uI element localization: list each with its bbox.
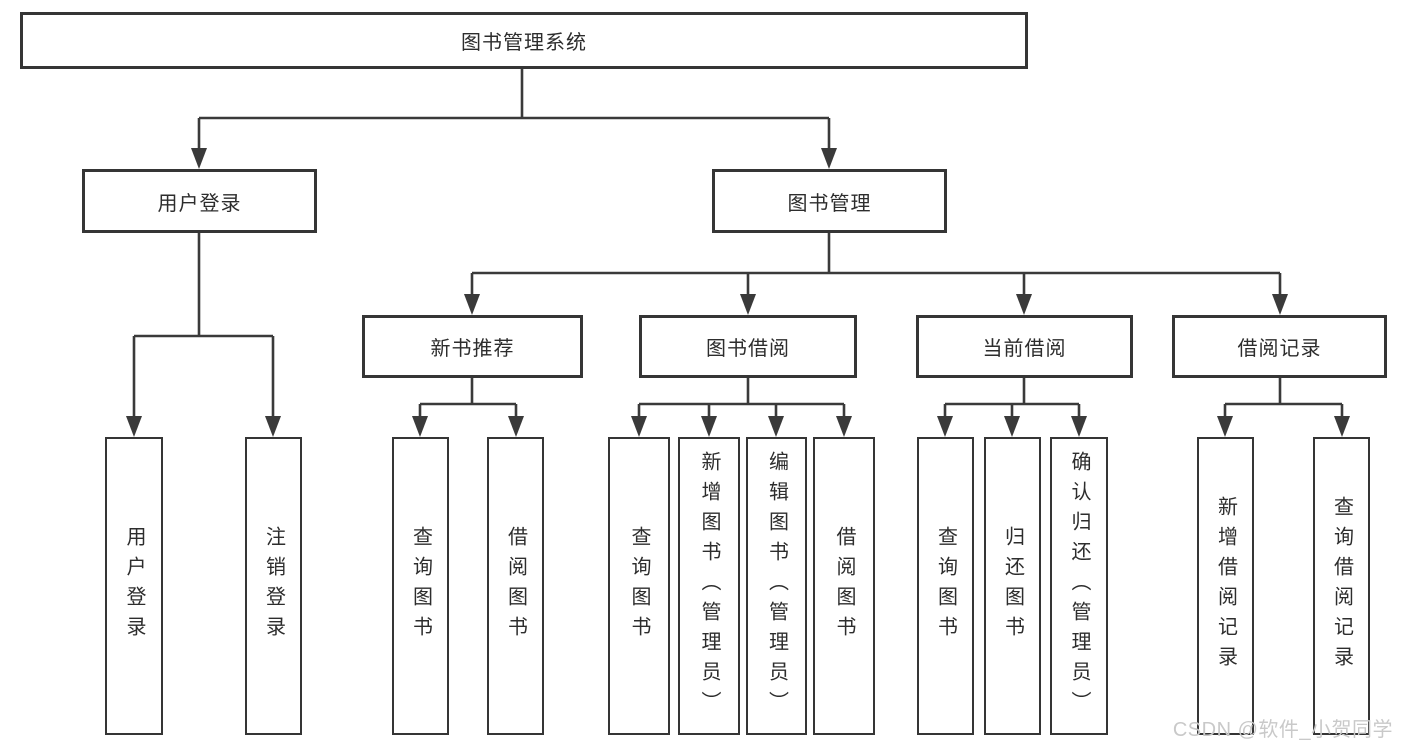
- node-current-borrowing: 当前借阅: [916, 315, 1133, 378]
- leaf-borrowing-borrow-books-label: 借阅图书: [833, 526, 855, 646]
- leaf-current-confirm-return-admin-label: 确认归还（管理员）: [1068, 451, 1090, 721]
- node-book-management-label: 图书管理: [787, 192, 872, 215]
- node-book-management: 图书管理: [712, 169, 947, 233]
- node-user-login: 用户登录: [82, 169, 317, 233]
- leaf-records-add-borrow-record-label: 新增借阅记录: [1214, 496, 1237, 676]
- node-borrowing-records: 借阅记录: [1172, 315, 1387, 378]
- leaf-records-query-borrow-record: 查询借阅记录: [1313, 437, 1370, 735]
- leaf-borrowing-add-books-admin-label: 新增图书（管理员）: [698, 451, 720, 721]
- leaf-user-login: 用户登录: [105, 437, 163, 735]
- node-book-borrowing-label: 图书借阅: [706, 338, 790, 360]
- leaf-records-query-borrow-record-label: 查询借阅记录: [1330, 496, 1353, 676]
- leaf-records-add-borrow-record: 新增借阅记录: [1197, 437, 1254, 735]
- node-user-login-label: 用户登录: [157, 192, 242, 215]
- node-book-borrowing: 图书借阅: [639, 315, 857, 378]
- leaf-recommend-query-books-label: 查询图书: [409, 526, 432, 646]
- leaf-user-login-label: 用户登录: [123, 526, 145, 646]
- leaf-borrowing-borrow-books: 借阅图书: [813, 437, 875, 735]
- leaf-borrowing-query-books-label: 查询图书: [628, 526, 650, 646]
- node-library-management-system: 图书管理系统: [20, 12, 1028, 69]
- leaf-borrowing-add-books-admin: 新增图书（管理员）: [678, 437, 740, 735]
- leaf-borrowing-query-books: 查询图书: [608, 437, 670, 735]
- node-current-borrowing-label: 当前借阅: [982, 338, 1067, 360]
- leaf-current-return-books-label: 归还图书: [1001, 526, 1024, 646]
- leaf-borrowing-edit-books-admin-label: 编辑图书（管理员）: [765, 451, 788, 721]
- node-new-book-recommendation-label: 新书推荐: [430, 338, 515, 360]
- node-library-management-system-label: 图书管理系统: [461, 32, 587, 54]
- leaf-recommend-query-books: 查询图书: [392, 437, 449, 735]
- leaf-current-query-books: 查询图书: [917, 437, 974, 735]
- leaf-recommend-borrow-books: 借阅图书: [487, 437, 544, 735]
- leaf-recommend-borrow-books-label: 借阅图书: [504, 526, 527, 646]
- leaf-current-return-books: 归还图书: [984, 437, 1041, 735]
- leaf-logout-login-label: 注销登录: [262, 526, 285, 646]
- watermark: CSDN @软件_小贺同学: [1172, 719, 1393, 741]
- node-new-book-recommendation: 新书推荐: [362, 315, 583, 378]
- leaf-current-confirm-return-admin: 确认归还（管理员）: [1050, 437, 1108, 735]
- leaf-logout-login: 注销登录: [245, 437, 302, 735]
- leaf-current-query-books-label: 查询图书: [934, 526, 957, 646]
- node-borrowing-records-label: 借阅记录: [1237, 338, 1322, 360]
- leaf-borrowing-edit-books-admin: 编辑图书（管理员）: [746, 437, 807, 735]
